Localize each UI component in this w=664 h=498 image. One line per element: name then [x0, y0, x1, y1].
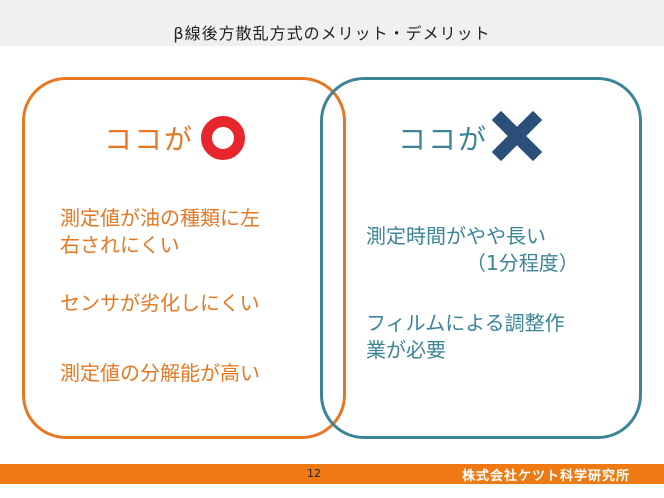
merit-item: 測定値が油の種類に左 右されにくい	[60, 205, 260, 259]
title-bar	[0, 0, 664, 46]
demerit-item-line: フィルムによる調整作	[366, 311, 565, 335]
merit-item: 測定値の分解能が高い	[60, 360, 260, 387]
merit-item-line: 測定値が油の種類に左	[60, 206, 260, 230]
circle-icon	[201, 116, 245, 160]
demerit-item-line: 業が必要	[366, 338, 446, 362]
page-title: β線後方散乱方式のメリット・デメリット	[173, 24, 491, 43]
demerit-item-line: 測定時間がやや長い	[366, 224, 546, 248]
merit-heading: ココが	[104, 123, 195, 156]
company-name: 株式会社ケツト科学研究所	[461, 469, 630, 484]
merit-item: センサが劣化しにくい	[60, 290, 260, 317]
demerit-item: フィルムによる調整作 業が必要	[366, 310, 565, 364]
demerit-box	[320, 77, 642, 439]
cross-icon	[492, 111, 542, 161]
demerit-heading: ココが	[398, 123, 489, 156]
merit-item-line: 右されにくい	[60, 233, 180, 257]
merit-box	[22, 77, 346, 439]
footer-bar	[0, 464, 664, 484]
merit-item-line: 測定値の分解能が高い	[60, 361, 260, 385]
demerit-item-line: （1分程度）	[466, 251, 579, 275]
merit-item-line: センサが劣化しにくい	[60, 291, 260, 315]
demerit-item: 測定時間がやや長い （1分程度）	[366, 223, 579, 277]
page-number: 12	[307, 467, 321, 480]
